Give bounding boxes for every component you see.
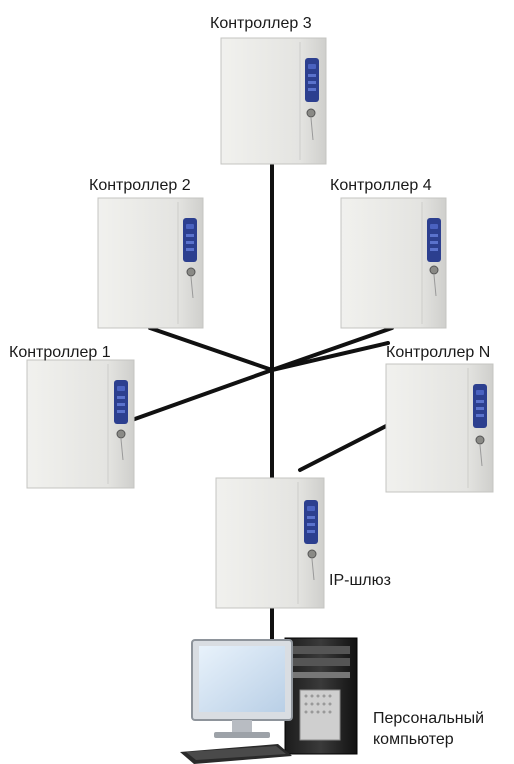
controller-n-label: Контроллер N: [386, 344, 491, 361]
ip-gateway-device: [215, 477, 325, 609]
controller-1-label: Контроллер 1: [9, 344, 111, 361]
pc-label-line2: компьютер: [373, 731, 454, 748]
controller-3-label: Контроллер 3: [210, 15, 312, 32]
controller-4-device: [340, 197, 447, 329]
line-gateway-controller-n: [298, 423, 390, 472]
connection-lines: [130, 163, 394, 642]
line-controller-2-hub: [148, 326, 274, 372]
controller-2-device: [97, 197, 204, 329]
line-controller-4-hub: [270, 326, 394, 372]
controller-1-device: [26, 359, 135, 489]
controller-3-device: [220, 37, 327, 165]
ip-gateway-label: IP-шлюз: [329, 572, 391, 589]
line-controller-n-hub: [270, 341, 390, 372]
pc-label-line1: Персональный: [373, 710, 485, 727]
personal-computer-device: [180, 637, 358, 764]
line-controller-1-hub: [130, 368, 274, 422]
controller-2-label: Контроллер 2: [89, 177, 191, 194]
controller-n-device: [385, 363, 494, 493]
controller-4-label: Контроллер 4: [330, 177, 432, 194]
